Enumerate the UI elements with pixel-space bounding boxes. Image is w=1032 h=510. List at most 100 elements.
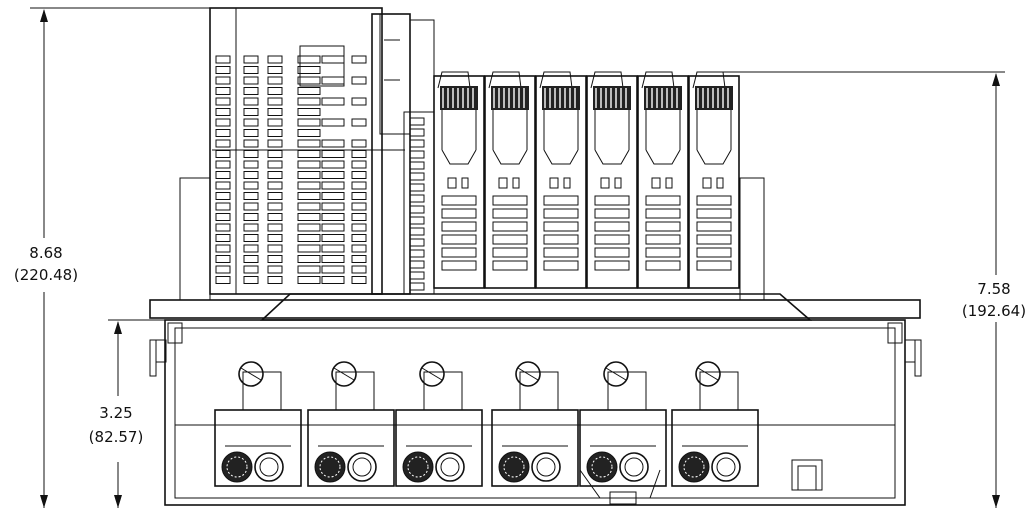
terminal-block (395, 361, 483, 487)
indicator-led (267, 265, 283, 274)
io-module-group (433, 71, 740, 289)
wire-entry (498, 451, 530, 483)
indicator-led (297, 139, 321, 148)
wire-slot (441, 260, 477, 271)
terminal-block (307, 361, 395, 487)
wire-entry (678, 451, 710, 483)
indicator-led (297, 55, 321, 64)
indicator-led (321, 139, 345, 148)
indicator-led (215, 55, 231, 64)
indicator-led (321, 76, 345, 85)
release-hole (711, 452, 741, 482)
indicator-led (243, 139, 259, 148)
indicator-led (409, 282, 425, 291)
latch-comb (695, 86, 733, 110)
indicator-led (243, 181, 259, 190)
terminal-base (149, 177, 922, 506)
indicator-led (351, 192, 367, 200)
indicator-led (243, 276, 259, 284)
indicator-led (243, 171, 259, 179)
wire-slot (696, 195, 732, 206)
indicator-led (215, 76, 231, 85)
module-height-mm: (192.64) (962, 302, 1026, 320)
wire-slot (441, 208, 477, 219)
screw-head (331, 361, 357, 387)
indicator-led (351, 160, 367, 169)
wire-entry (586, 451, 618, 483)
indicator-led (267, 171, 283, 179)
indicator-led (215, 97, 231, 106)
wire-slot (645, 221, 681, 232)
io-module (637, 71, 689, 289)
indicator-led (267, 139, 283, 148)
terminal-block (214, 361, 302, 487)
indicator-led (267, 213, 283, 221)
indicator-led (409, 172, 425, 181)
indicator-led (267, 192, 283, 200)
status-led (600, 177, 610, 189)
latch-comb (644, 86, 682, 110)
wire-slot (441, 234, 477, 245)
indicator-led (351, 244, 367, 253)
screw-head (515, 361, 541, 387)
wire-slot (492, 195, 528, 206)
indicator-led (215, 66, 231, 74)
wire-slot (543, 208, 579, 219)
indicator-led (243, 150, 259, 158)
wire-entry (314, 451, 346, 483)
indicator-led (321, 192, 345, 200)
indicator-led (297, 276, 321, 284)
wire-slot (441, 247, 477, 258)
wire-slot (543, 234, 579, 245)
indicator-led (215, 139, 231, 148)
status-led (498, 177, 508, 189)
indicator-led (215, 118, 231, 127)
status-led (665, 177, 673, 189)
wire-slot (492, 234, 528, 245)
indicator-led (321, 160, 345, 169)
indicator-led (351, 234, 367, 242)
indicator-led (215, 213, 231, 221)
wire-entry (221, 451, 253, 483)
wire-slot (441, 195, 477, 206)
indicator-led (243, 160, 259, 169)
indicator-led (351, 181, 367, 190)
wire-slot (543, 247, 579, 258)
indicator-led (243, 55, 259, 64)
indicator-led (351, 76, 367, 85)
indicator-led (215, 129, 231, 137)
indicator-led (267, 255, 283, 263)
indicator-led (215, 265, 231, 274)
io-module (688, 71, 740, 289)
wire-slot (543, 260, 579, 271)
wire-entry (402, 451, 434, 483)
latch-comb (593, 86, 631, 110)
io-module (586, 71, 638, 289)
base-height-mm: (82.57) (89, 428, 144, 446)
release-hole (435, 452, 465, 482)
indicator-led (267, 276, 283, 284)
indicator-led (243, 223, 259, 232)
display-window (299, 45, 345, 87)
indicator-led (351, 150, 367, 158)
indicator-led (297, 76, 321, 85)
indicator-led (351, 202, 367, 211)
status-led (461, 177, 469, 189)
screw-head (603, 361, 629, 387)
indicator-led (267, 118, 283, 127)
indicator-led (243, 255, 259, 263)
status-led (614, 177, 622, 189)
io-module (433, 71, 485, 289)
indicator-led (267, 150, 283, 158)
indicator-led (243, 265, 259, 274)
wire-slot (492, 260, 528, 271)
indicator-led (215, 244, 231, 253)
indicator-led (267, 129, 283, 137)
indicator-led (351, 276, 367, 284)
indicator-led (215, 171, 231, 179)
latch-comb (440, 86, 478, 110)
wire-slot (645, 208, 681, 219)
indicator-led (351, 265, 367, 274)
indicator-led (321, 265, 345, 274)
